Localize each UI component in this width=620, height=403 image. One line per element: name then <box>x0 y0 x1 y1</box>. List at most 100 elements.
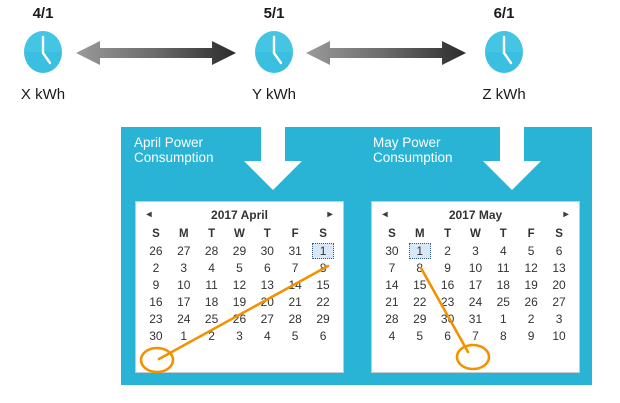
calendar-day-cell[interactable]: 23 <box>149 311 163 326</box>
calendar-day-cell[interactable]: 9 <box>444 260 451 275</box>
calendar-day-cell[interactable]: 30 <box>385 243 399 258</box>
calendar-day-cell[interactable]: 14 <box>385 277 399 292</box>
calendar-day-cell[interactable]: 29 <box>316 311 330 326</box>
calendar-day-cell[interactable]: 21 <box>385 294 399 309</box>
calendar-day-cell[interactable]: 4 <box>263 328 271 343</box>
calendar-day-cell[interactable]: 16 <box>149 294 163 309</box>
calendar-day-cell[interactable]: 24 <box>468 294 483 309</box>
calendar-day-cell[interactable]: 9 <box>527 328 535 343</box>
calendar-day-cell[interactable]: 4 <box>388 328 396 343</box>
calendar-day-cell[interactable]: 28 <box>385 311 399 326</box>
calendar-day-cell[interactable]: 30 <box>260 243 274 258</box>
calendar-day-cell[interactable]: 6 <box>444 328 451 343</box>
calendar-day-cell[interactable]: 25 <box>204 311 219 326</box>
next-month-button[interactable]: ▸ <box>327 209 333 220</box>
calendar-day-cell[interactable]: 10 <box>552 328 566 343</box>
calendar-day-cell[interactable]: 5 <box>291 328 299 343</box>
calendar-day-cell[interactable]: 10 <box>177 277 191 292</box>
calendar-day-cell[interactable]: 5 <box>527 243 535 258</box>
calendar-day-cell[interactable]: 6 <box>319 328 327 343</box>
calendar-day-cell[interactable]: 8 <box>499 328 507 343</box>
calendar-day-cell[interactable]: 4 <box>208 260 215 275</box>
april-banner-label: April Power Consumption <box>134 135 214 165</box>
calendar-day-cell[interactable]: 13 <box>260 277 274 292</box>
calendar-day-cell[interactable]: 28 <box>288 311 302 326</box>
calendar-day-cell[interactable]: 18 <box>204 294 219 309</box>
calendar-day-cell[interactable]: 5 <box>416 328 424 343</box>
calendar-day-cell[interactable]: 1 <box>499 311 507 326</box>
calendar-day-cell[interactable]: 2 <box>208 328 215 343</box>
calendar-day-cell[interactable]: 1 <box>180 328 188 343</box>
calendar-day-cell[interactable]: 27 <box>552 294 566 309</box>
calendar-day-cell[interactable]: 14 <box>288 277 302 292</box>
calendar-day-cell[interactable]: 15 <box>316 277 330 292</box>
calendar-day-cell[interactable]: 13 <box>552 260 566 275</box>
calendar-day-cell[interactable]: 30 <box>149 328 163 343</box>
calendar-day-cell[interactable]: 6 <box>555 243 563 258</box>
calendar-week-row: 30 1 2 3 4 5 6 <box>142 327 337 344</box>
calendar-day-cell[interactable]: 22 <box>316 294 330 309</box>
calendar-day-cell[interactable]: 12 <box>524 260 538 275</box>
calendar-day-cell[interactable]: 18 <box>496 277 510 292</box>
calendar-day-cell[interactable]: 26 <box>149 243 163 258</box>
calendar-day-cell[interactable]: 29 <box>413 311 427 326</box>
calendar-day-cell[interactable]: 7 <box>472 328 479 343</box>
calendar-day-cell[interactable]: 30 <box>440 311 455 326</box>
calendar-day-cell[interactable]: 1 <box>406 242 434 259</box>
selected-day[interactable]: 1 <box>312 242 335 259</box>
calendar-day-cell[interactable]: 27 <box>260 311 274 326</box>
calendar-day-cell[interactable]: 10 <box>468 260 483 275</box>
next-month-button[interactable]: ▸ <box>563 209 569 220</box>
calendar-day-cell[interactable]: 17 <box>468 277 483 292</box>
timeline-value-1: X kWh <box>20 86 66 103</box>
calendar-day-cell[interactable]: 20 <box>552 277 566 292</box>
calendar-day-cell[interactable]: 1 <box>309 242 337 259</box>
calendar-day-cell[interactable]: 9 <box>152 277 160 292</box>
calendar-day-cell[interactable]: 17 <box>177 294 191 309</box>
prev-month-button[interactable]: ◂ <box>146 209 152 220</box>
calendar-day-cell[interactable]: 2 <box>444 243 451 258</box>
calendar-day-cell[interactable]: 27 <box>177 243 191 258</box>
calendar-day-cell[interactable]: 16 <box>440 277 455 292</box>
calendar-day-cell[interactable]: 11 <box>205 277 218 292</box>
calendar-day-cell[interactable]: 31 <box>468 311 483 326</box>
calendar-day-cell[interactable]: 21 <box>288 294 302 309</box>
calendar-day-cell[interactable]: 15 <box>413 277 427 292</box>
prev-month-button[interactable]: ◂ <box>382 209 388 220</box>
calendar-day-cell[interactable]: 2 <box>527 311 535 326</box>
calendar-day-cell[interactable]: 3 <box>180 260 188 275</box>
calendar-may-header: ◂ 2017 May ▸ <box>378 206 573 225</box>
calendar-day-cell[interactable]: 7 <box>388 260 396 275</box>
calendar-day-cell[interactable]: 3 <box>236 328 243 343</box>
calendar-week-row: 21 22 23 24 25 26 27 <box>378 293 573 310</box>
calendar-day-cell[interactable]: 2 <box>152 260 160 275</box>
calendar-day-cell[interactable]: 20 <box>260 294 274 309</box>
calendar-day-cell[interactable]: 8 <box>416 260 424 275</box>
calendar-day-cell[interactable]: 19 <box>232 294 247 309</box>
calendar-day-cell[interactable]: 26 <box>232 311 247 326</box>
calendar-day-cell[interactable]: 26 <box>524 294 538 309</box>
calendar-day-cell[interactable]: 31 <box>288 243 302 258</box>
calendar-day-cell[interactable]: 3 <box>472 243 479 258</box>
calendar-day-cell[interactable]: 29 <box>232 243 247 258</box>
calendar-day-cell[interactable]: 8 <box>319 260 327 275</box>
selected-day[interactable]: 1 <box>408 242 431 259</box>
calendar-day-cell[interactable]: 24 <box>177 311 191 326</box>
calendar-day-cell[interactable]: 11 <box>497 260 510 275</box>
calendar-day-cell[interactable]: 12 <box>232 277 247 292</box>
calendar-day-cell[interactable]: 19 <box>524 277 538 292</box>
calendar-day-cell[interactable]: 5 <box>236 260 243 275</box>
calendar-day-cell[interactable]: 4 <box>499 243 507 258</box>
calendar-day-cell[interactable]: 28 <box>204 243 219 258</box>
calendar-day-cell[interactable]: 3 <box>555 311 563 326</box>
calendar-day-cell[interactable]: 23 <box>440 294 455 309</box>
timeline-date-3: 6/1 <box>493 5 515 22</box>
consumption-panel: April Power Consumption May Power Consum… <box>121 125 592 385</box>
calendar-day-cell[interactable]: 6 <box>263 260 271 275</box>
calendar-day-cell[interactable]: 7 <box>291 260 299 275</box>
weekday-5: F <box>527 227 535 240</box>
calendar-day-cell[interactable]: 22 <box>413 294 427 309</box>
calendar-day-cell[interactable]: 25 <box>496 294 510 309</box>
